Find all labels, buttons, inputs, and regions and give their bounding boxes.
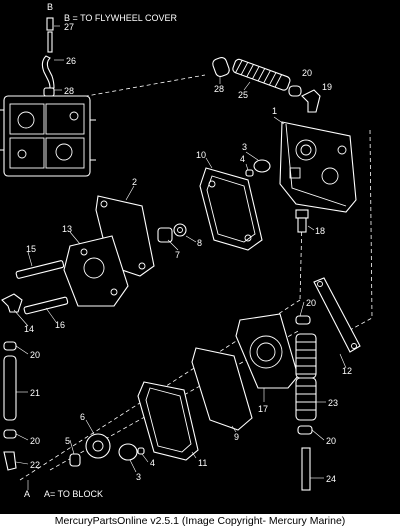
part-label-6: 6 [80, 412, 85, 422]
b-callout-letter: B [47, 2, 53, 12]
diaphragm-9 [191, 347, 253, 431]
part-label-2: 2 [132, 177, 137, 187]
part-label-25: 25 [238, 90, 248, 100]
part-label-1: 1 [272, 106, 277, 116]
part-label-4-top: 4 [240, 154, 245, 164]
fuel-line-fittings [212, 57, 321, 113]
part-label-11: 11 [198, 458, 207, 468]
part-label-8: 8 [197, 238, 202, 248]
elbow-fitting-14 [1, 293, 23, 313]
part-label-14: 14 [24, 324, 34, 334]
check-valve-lower [69, 433, 145, 467]
fitting-18 [295, 209, 309, 233]
part-label-20-top: 20 [302, 68, 312, 78]
part-label-28-right: 28 [214, 84, 224, 94]
part-label-20-left-lower: 20 [30, 436, 40, 446]
right-spring-stack [295, 315, 317, 491]
gasket-10 [199, 167, 263, 251]
part-label-21: 21 [30, 388, 40, 398]
spring-cap-7-8 [157, 223, 187, 243]
part-label-3-top: 3 [242, 142, 247, 152]
bracket-12 [313, 277, 361, 353]
part-label-4-bottom: 4 [150, 458, 155, 468]
part-label-16: 16 [55, 320, 65, 330]
left-hose-stack [3, 341, 17, 471]
check-valve-upper [245, 159, 271, 177]
gasket-11 [137, 381, 199, 461]
a-callout-letter: A [24, 489, 30, 499]
hose-assembly [41, 17, 55, 97]
part-label-24: 24 [326, 474, 336, 484]
b-callout-note: B = TO FLYWHEEL COVER [64, 13, 177, 23]
part-label-20-left-upper: 20 [30, 350, 40, 360]
part-label-19: 19 [322, 82, 332, 92]
part-label-3-bottom: 3 [136, 472, 141, 482]
screws-15-16 [15, 260, 69, 315]
part-label-20-right-lower: 20 [326, 436, 336, 446]
part-label-5: 5 [65, 436, 70, 446]
part-label-23: 23 [328, 398, 338, 408]
part-label-13: 13 [62, 224, 72, 234]
part-label-20-right-upper: 20 [306, 298, 316, 308]
base-plate-17 [235, 313, 299, 389]
part-label-12: 12 [342, 366, 352, 376]
a-callout-note: A= TO BLOCK [44, 489, 103, 499]
part-label-17: 17 [258, 404, 268, 414]
part-label-15: 15 [26, 244, 36, 254]
part-label-26: 26 [66, 56, 76, 66]
part-label-10: 10 [196, 150, 206, 160]
pump-cover-13 [63, 235, 129, 307]
throttle-body-cluster [0, 95, 96, 177]
part-label-28-left: 28 [64, 86, 74, 96]
part-label-18: 18 [315, 226, 325, 236]
leader-lines [13, 25, 347, 490]
part-label-9: 9 [234, 432, 239, 442]
part-label-27: 27 [64, 22, 74, 32]
part-label-22: 22 [30, 460, 40, 470]
copyright-footer: MercuryPartsOnline v2.5.1 (Image Copyrig… [0, 514, 400, 529]
part-label-7: 7 [175, 250, 180, 260]
fuel-pump-body [279, 121, 357, 213]
